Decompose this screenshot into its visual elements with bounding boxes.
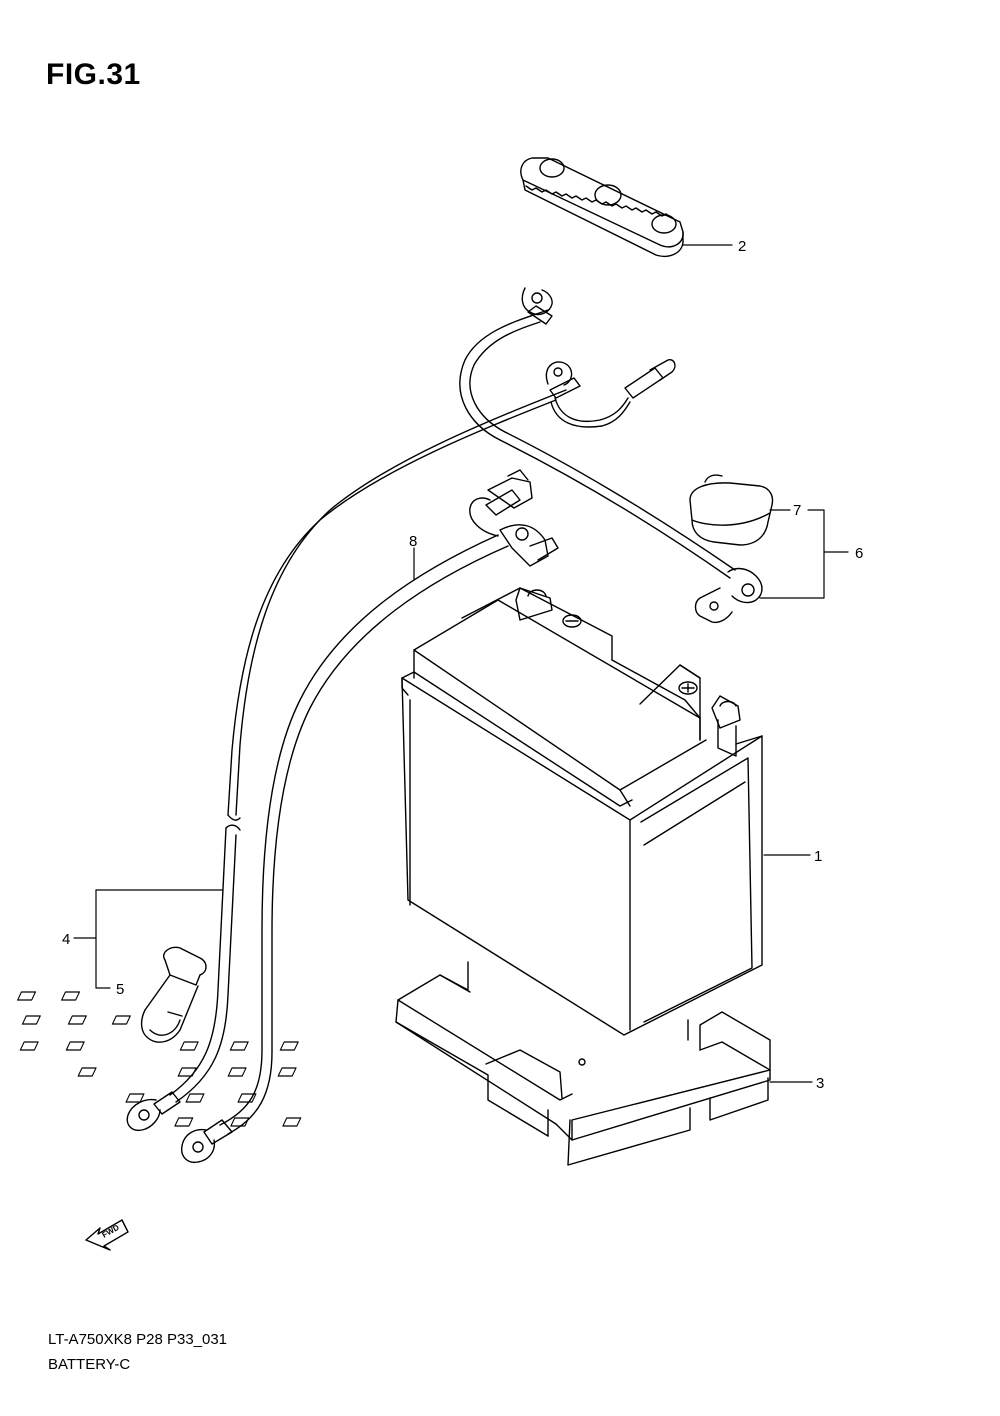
callout-6: 6 [855, 545, 863, 562]
terminal-boot [140, 946, 207, 1043]
battery-tray [17, 961, 771, 1166]
callout-4: 4 [62, 931, 70, 948]
callout-1: 1 [814, 848, 822, 865]
callout-3: 3 [816, 1075, 824, 1092]
battery [401, 587, 763, 1036]
callout-8: 8 [409, 533, 417, 550]
positive-battery-cable [181, 469, 559, 1164]
forward-direction-arrow: FWD [85, 1219, 129, 1251]
section-name: BATTERY-C [48, 1356, 131, 1373]
callout-leaders [73, 244, 849, 1083]
negative-battery-cable [126, 287, 736, 1132]
callout-7: 7 [793, 502, 801, 519]
figure-title: FIG.31 [46, 58, 141, 91]
terminal-cover [689, 474, 774, 546]
callout-5: 5 [116, 981, 124, 998]
battery-hold-pad [520, 157, 684, 258]
model-code: LT-A750XK8 P28 P33_031 [48, 1331, 228, 1348]
negative-terminal-lug [694, 567, 763, 624]
callout-2: 2 [738, 238, 746, 255]
